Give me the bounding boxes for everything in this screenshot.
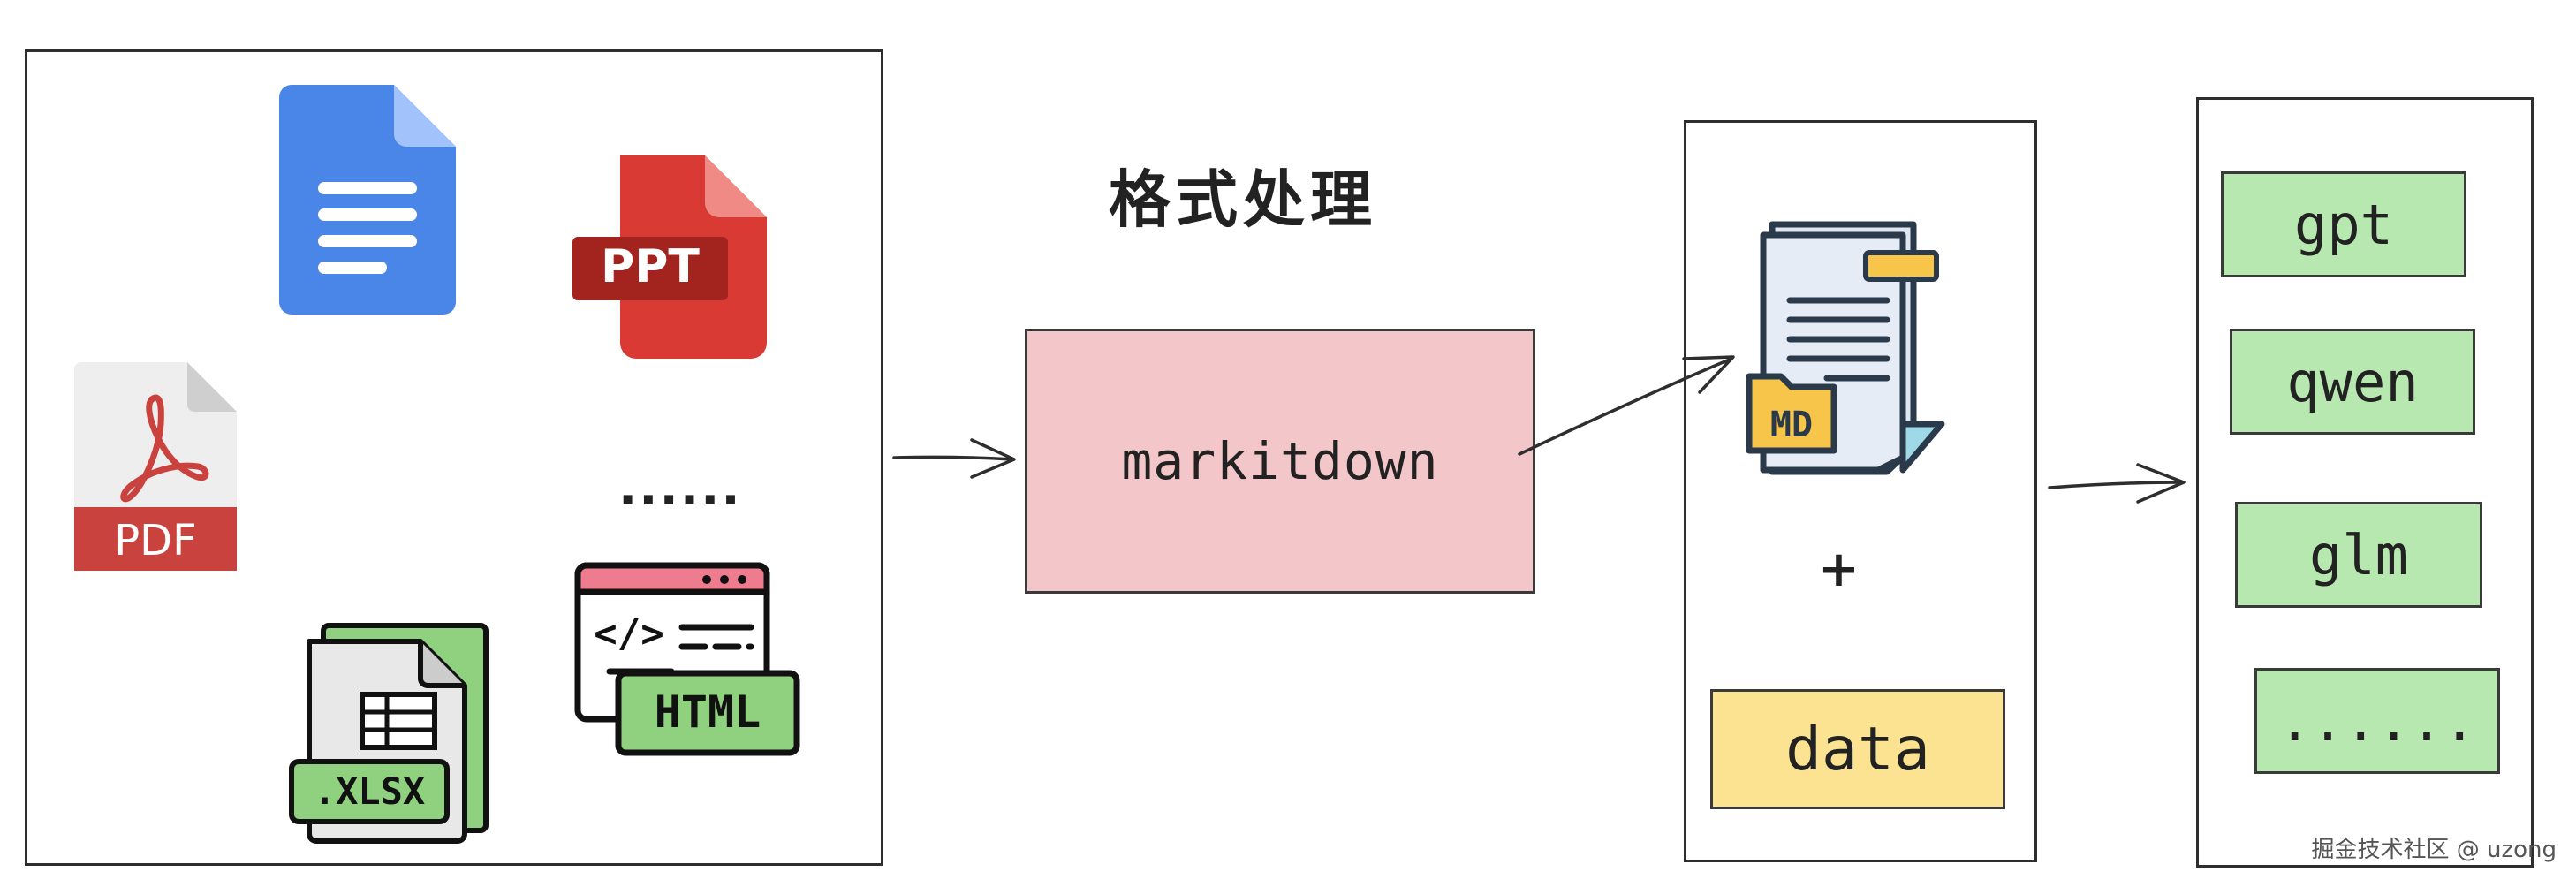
data-box: data	[1710, 689, 2005, 809]
data-label: data	[1785, 714, 1930, 785]
format-processing-title: 格式处理	[1109, 163, 1377, 236]
model-gpt: gpt	[2221, 171, 2466, 277]
arrow-sources-to-markitdown	[892, 438, 1016, 479]
ppt-label: PPT	[601, 240, 700, 293]
markitdown-label: markitdown	[1121, 431, 1439, 491]
more-formats-ellipsis: ......	[618, 459, 742, 517]
arrow-markitdown-to-md	[1518, 355, 1735, 456]
html-file-icon: </> HTML	[574, 562, 800, 756]
ppt-file-icon: PPT	[572, 155, 767, 359]
md-file-icon: MD	[1746, 221, 1945, 475]
pdf-file-icon: PDF	[74, 362, 237, 571]
model-qwen: qwen	[2230, 329, 2475, 435]
google-docs-icon	[279, 85, 456, 315]
watermark: 掘金技术社区 @ uzong	[2311, 837, 2557, 863]
model-more: ......	[2254, 668, 2500, 774]
model-glm: glm	[2235, 502, 2482, 608]
markitdown-box: markitdown	[1025, 329, 1535, 594]
html-label: HTML	[655, 686, 761, 738]
xlsx-file-icon: .XLSX	[289, 623, 489, 844]
pdf-label: PDF	[114, 516, 197, 565]
md-label: MD	[1770, 405, 1813, 445]
xlsx-label: .XLSX	[314, 769, 425, 813]
plus-sign: +	[1818, 541, 1860, 598]
html-code-glyph: </>	[594, 611, 663, 656]
arrow-outputs-to-models	[2048, 463, 2186, 504]
